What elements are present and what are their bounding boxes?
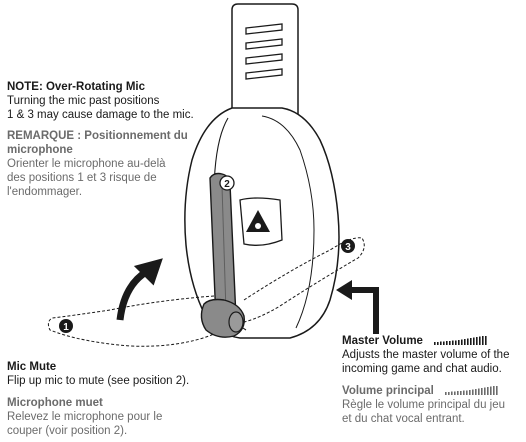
elbow-arrow-icon (336, 280, 379, 334)
note-fr-line-1: Orienter le microphone au-delà (7, 158, 166, 170)
mic-mute-en-title: Mic Mute (7, 361, 57, 373)
mic-mute-fr-title: Microphone muet (7, 397, 103, 409)
mic-mute-fr-line-1: Relevez le microphone pour le (7, 411, 163, 423)
master-volume-fr-title-text: Volume principal (342, 385, 434, 397)
note-en-line-2: 1 & 3 may cause damage to the mic. (7, 109, 194, 121)
mic-mute-en-line-1: Flip up mic to mute (see position 2). (7, 375, 190, 387)
position-marker-3: 3 (341, 239, 355, 253)
position-marker-2: 2 (219, 175, 235, 191)
note-en-line-1: Turning the mic past positions (7, 95, 160, 107)
note-fr-line-2: des positions 1 et 3 risque de (7, 172, 157, 184)
position-marker-1: 1 (59, 319, 73, 333)
curved-arrow-icon (116, 269, 149, 321)
master-volume-en-title-text: Master Volume (342, 335, 423, 347)
note-en-title: NOTE: Over-Rotating Mic (7, 81, 146, 93)
master-volume-en-line-1: Adjusts the master volume of the (342, 349, 510, 361)
volume-level-icon (434, 336, 487, 346)
position-marker-2-label: 2 (224, 179, 230, 190)
mic-mute-fr-line-2: couper (voir position 2). (7, 425, 128, 437)
master-volume-fr-line-1: Règle le volume principal du jeu (342, 399, 506, 411)
master-volume-en-line-2: incoming game and chat audio. (342, 363, 502, 375)
position-marker-3-label: 3 (345, 242, 351, 253)
master-volume-en-title: Master Volume (342, 334, 492, 348)
turtle-beach-logo-icon (246, 210, 270, 232)
master-volume-fr-title: Volume principal (342, 384, 503, 398)
headband-slots (245, 23, 283, 80)
volume-level-icon (445, 386, 498, 396)
note-fr-title-2: microphone (7, 144, 73, 156)
note-fr-line-3: l'endommager. (7, 186, 83, 198)
mic-position-1-outline (47, 295, 215, 347)
position-marker-1-label: 1 (63, 322, 69, 333)
master-volume-fr-line-2: et du chat vocal entrant. (342, 413, 465, 425)
note-fr-title-1: REMARQUE : Positionnement du (7, 130, 188, 142)
mic-position-3-outline (243, 237, 365, 323)
